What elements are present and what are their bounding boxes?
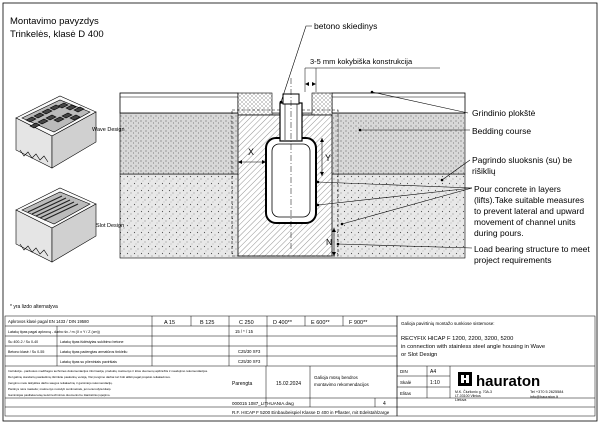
panel-product1: RECYFIX HICAP F 1200, 2200, 3200, 5200 — [401, 336, 513, 342]
callout-load2: project requirements — [474, 255, 551, 265]
table-row3-label: Su 400-2 / Su 0-40 — [8, 340, 38, 344]
table-row2-val: 15 / * / 15 — [235, 329, 254, 334]
class-d400: D 400** — [273, 320, 293, 326]
callout-pagrindo1: Pagrindo sluoksnis (su) be — [472, 155, 572, 165]
callout-load1: Load bearing structure to meet — [474, 244, 590, 254]
paving-left — [119, 92, 239, 114]
desc2: montavimo rekomendacijos — [314, 382, 370, 387]
title-line2: Trinkelės, klasė D 400 — [10, 29, 104, 40]
spec-table — [4, 315, 596, 417]
mortar-left — [237, 92, 273, 116]
dim-x: X — [248, 147, 254, 157]
class-b125: B 125 — [200, 320, 214, 326]
slot-design-label: Slot Design — [96, 223, 124, 229]
wave-design-sketch — [15, 95, 97, 169]
callout-pour2: (lifts).Take suitable measures — [474, 195, 584, 205]
callout-pour1: Pour concrete in layers — [474, 184, 561, 194]
parengta-label: Parengta — [232, 381, 253, 387]
callout-kokybiska: 3-5 mm kokybiška konstrukcija — [310, 57, 413, 66]
cross-section: X Y N — [119, 67, 466, 259]
footnote: * yra lizdo alternatyva — [10, 304, 58, 310]
leader-lines — [280, 25, 473, 249]
callout-betono: betono skiedinys — [314, 21, 377, 31]
mortar-right — [311, 92, 333, 116]
hauraton-logo: hauraton — [458, 372, 540, 390]
table-row5-a: Latakų tipas su plieniniais paviršiais — [60, 360, 117, 364]
address1: M.K. Čiurlionio g. 70A-3 — [455, 389, 492, 394]
table-note5: Gamintojas pasilieka teisę keisti techni… — [8, 393, 111, 397]
table-row4-a: Latakų tipas padengtas armatūros tinklel… — [60, 350, 127, 354]
table-row4-b: C25/30 XF3 — [238, 349, 261, 354]
class-a15: A 15 — [164, 320, 175, 326]
desc1: Galioja mūsų bendros — [314, 375, 359, 380]
table-row3-a: Latakų tipas išdėstytas sukibimo betone — [60, 340, 124, 344]
callout-grindinio: Grindinio plokštė — [472, 108, 536, 118]
edition-label: Elitas — [400, 391, 412, 396]
class-e600: E 600** — [311, 320, 331, 326]
leader-dots — [279, 90, 444, 246]
table-row2-label: Latakų tipas pagal apkrovą - darbo šv. /… — [8, 330, 100, 334]
callout-bedding: Bedding course — [472, 126, 531, 136]
table-note4: Piešinys nėra mastelio; matmenys nurodyt… — [8, 387, 111, 391]
dim-n: N — [326, 237, 332, 247]
callout-pagrindo2: rišiklių — [472, 166, 496, 176]
paving-right — [331, 92, 466, 114]
slot-design-sketch — [15, 187, 97, 263]
callout-pour3: to prevent lateral and upward — [474, 206, 584, 216]
title-line1: Montavimo pavyzdys — [10, 16, 99, 27]
date: 15.02.2024 — [276, 381, 301, 387]
callout-pour4: movement of channel units — [474, 217, 576, 227]
bottom-desc: R.F. HICAP F 5200 Einbaubeispiel Klasse … — [232, 410, 390, 415]
drawing-code: 000015 1087_LITHUANIA.dwg — [232, 401, 294, 406]
logo-text: hauraton — [476, 373, 540, 390]
address3: Lietuva — [455, 398, 466, 402]
wave-design-label: Wave Design — [92, 127, 125, 133]
panel-heading: Galioja pavirtinių montažo sunkiose sist… — [401, 321, 495, 326]
class-c250: C 250 — [239, 320, 254, 326]
table-note2: Dėl galimų standartų pasikeitimų tikrink… — [8, 375, 171, 379]
class-f900: F 900** — [349, 320, 368, 326]
callout-pour5: during pours. — [474, 228, 524, 238]
din-value: A4 — [430, 369, 436, 375]
skale-value: 1:10 — [430, 380, 440, 386]
table-row1-label: Apkrovos klasė pagal EN 1433 / DIN 19580 — [8, 319, 89, 324]
skale-label: Skalė — [400, 380, 412, 385]
table-row4-label: Betono klasė / Su 0-55 — [8, 350, 44, 354]
email: info@hauraton.lt — [530, 395, 559, 399]
din-label: DIN — [400, 369, 408, 374]
phone: Tel +370 5 2625584 — [530, 390, 563, 394]
panel-product2: in connection with stainless steel angle… — [401, 344, 545, 350]
revision: 4 — [383, 401, 386, 407]
address2: LT-03100 Vilnius — [455, 394, 481, 398]
table-note1: Instrukcija - parduotos medžiagos techni… — [8, 369, 208, 373]
dim-y: Y — [325, 153, 331, 163]
table-row5-b: C25/30 XF3 — [238, 359, 261, 364]
table-note3: Įrengimo metu laikykitės darbo saugos re… — [8, 381, 113, 385]
panel-product3: or Slot Design — [401, 352, 437, 358]
